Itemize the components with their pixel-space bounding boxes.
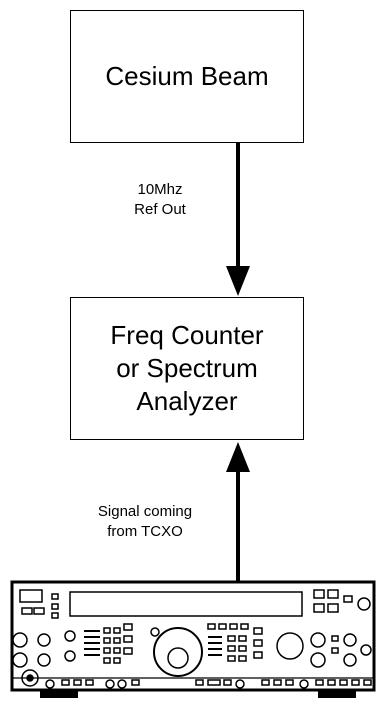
signal-label: Signal coming from TCXO bbox=[70, 502, 220, 542]
signal-arrow bbox=[226, 442, 250, 582]
signal-line-1: Signal coming bbox=[97, 503, 193, 520]
freq-counter-line-2: or Spectrum bbox=[116, 353, 258, 383]
radio-transceiver-icon bbox=[10, 580, 376, 698]
freq-counter-line-3: Analyzer bbox=[136, 386, 238, 416]
ref-arrow bbox=[226, 143, 250, 296]
ref-out-line-2: Ref Out bbox=[134, 201, 186, 218]
freq-counter-box: Freq Counter or Spectrum Analyzer bbox=[70, 297, 304, 440]
ref-out-line-1: 10Mhz bbox=[137, 181, 183, 198]
ref-out-label: 10Mhz Ref Out bbox=[100, 180, 220, 220]
cesium-beam-title: Cesium Beam bbox=[105, 61, 269, 91]
cesium-beam-box: Cesium Beam bbox=[70, 10, 304, 143]
freq-counter-line-1: Freq Counter bbox=[110, 320, 264, 350]
freq-counter-title: Freq Counter or Spectrum Analyzer bbox=[110, 319, 263, 418]
signal-line-2: from TCXO bbox=[107, 523, 183, 540]
